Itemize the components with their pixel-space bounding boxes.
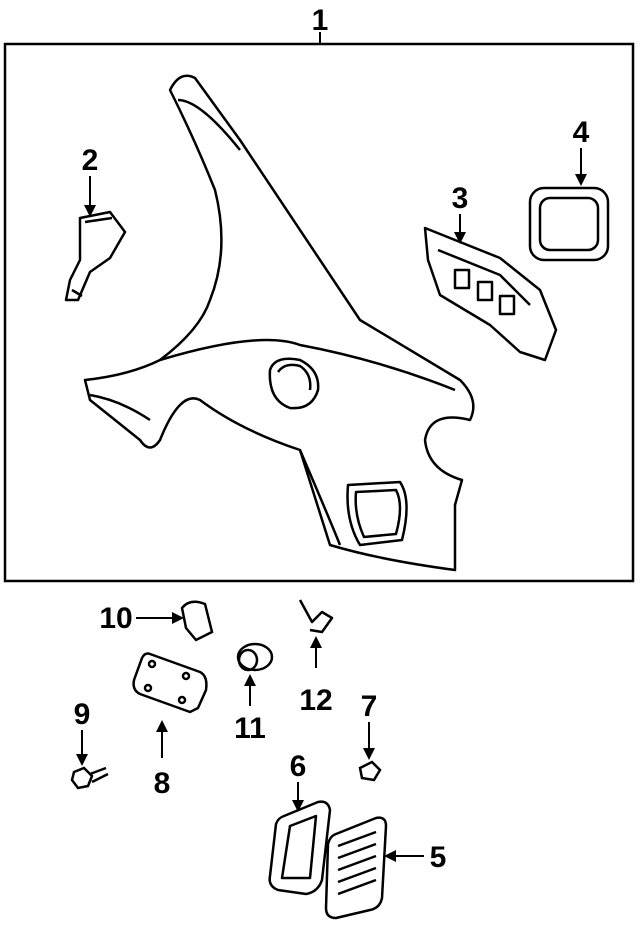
- part-3-reinforcement: [423, 226, 558, 362]
- fuel-door-opening: [268, 357, 320, 410]
- callout-8: 8: [154, 767, 171, 800]
- part-8-fuel-door: [132, 652, 208, 714]
- callout-5: 5: [430, 841, 447, 874]
- part-6-seal: [268, 800, 332, 896]
- quarter-panel: [83, 74, 475, 572]
- part-11-bumper: [236, 642, 274, 672]
- part-5-grille: [324, 816, 388, 920]
- callout-4: 4: [573, 116, 590, 149]
- callout-11-arrow: [244, 674, 256, 686]
- callout-5-arrow: [384, 850, 396, 862]
- part-7-grommet: [358, 760, 382, 782]
- callout-9: 9: [74, 698, 91, 731]
- callout-6-arrow: [292, 800, 304, 812]
- callout-12-arrow: [310, 636, 322, 648]
- callout-12: 12: [299, 684, 332, 717]
- callout-3: 3: [452, 182, 469, 215]
- part-12-cable-clip: [298, 599, 334, 634]
- callout-2-arrow: [84, 205, 96, 217]
- callout-9-arrow: [76, 754, 88, 766]
- callout-7-arrow: [363, 748, 375, 760]
- callout-10-arrow: [172, 612, 184, 624]
- part-2-bracket: [64, 210, 127, 302]
- callout-3-arrow: [454, 232, 466, 244]
- part-4-duct: [528, 186, 610, 262]
- callout-2: 2: [82, 144, 99, 177]
- callout-11: 11: [234, 712, 266, 745]
- part-9-bolt: [70, 766, 109, 790]
- callout-1: 1: [312, 4, 329, 37]
- callout-7: 7: [361, 690, 378, 723]
- callout-10: 10: [99, 602, 132, 635]
- vent-opening: [346, 480, 408, 547]
- callout-8-arrow: [156, 720, 168, 732]
- callout-4-arrow: [575, 174, 587, 186]
- assembly-frame: [3, 42, 635, 583]
- callout-6: 6: [290, 750, 307, 783]
- part-10-clip: [180, 600, 214, 642]
